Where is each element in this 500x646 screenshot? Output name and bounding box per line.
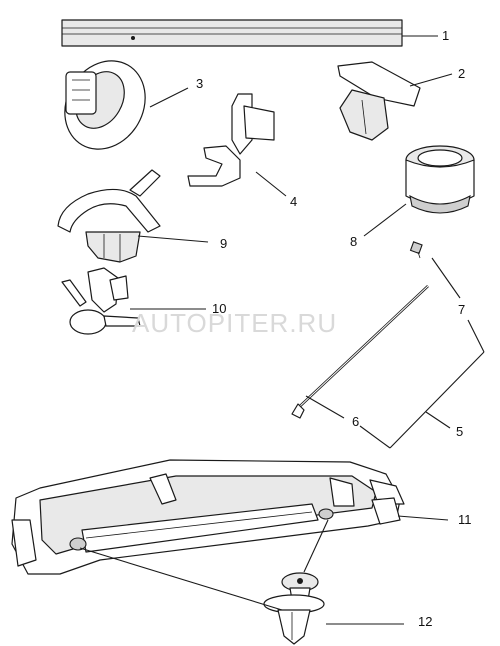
part-2-push-rivet bbox=[337, 61, 453, 141]
part-7-small-clip bbox=[409, 241, 485, 353]
callout-12: 12 bbox=[418, 614, 432, 629]
callout-11: 11 bbox=[458, 512, 472, 527]
callout-9: 9 bbox=[220, 236, 227, 251]
part-4-hose-clip bbox=[187, 93, 287, 197]
part-10-rod-clip bbox=[61, 267, 206, 335]
callout-3: 3 bbox=[196, 76, 203, 91]
callout-6: 6 bbox=[352, 414, 359, 429]
part-3-round-clip bbox=[64, 60, 189, 150]
part-5-assembly-leaders bbox=[359, 351, 485, 449]
callout-1: 1 bbox=[442, 28, 449, 43]
callout-2: 2 bbox=[458, 66, 465, 81]
callout-5: 5 bbox=[456, 424, 463, 439]
callout-4: 4 bbox=[290, 194, 297, 209]
callout-labels: 1 2 3 4 5 6 7 8 9 10 11 12 bbox=[196, 28, 472, 629]
callout-7: 7 bbox=[458, 302, 465, 317]
part-1-strip bbox=[61, 19, 438, 47]
callout-10: 10 bbox=[212, 301, 226, 316]
part-11-bracket bbox=[11, 459, 449, 575]
part-9-wire-clip bbox=[57, 169, 209, 263]
part-8-grommet bbox=[363, 145, 475, 237]
part-12-push-pin bbox=[79, 519, 404, 645]
watermark-text: AUTOPITER.RU bbox=[132, 308, 337, 338]
part-6-rod bbox=[291, 285, 429, 419]
callout-8: 8 bbox=[350, 234, 357, 249]
